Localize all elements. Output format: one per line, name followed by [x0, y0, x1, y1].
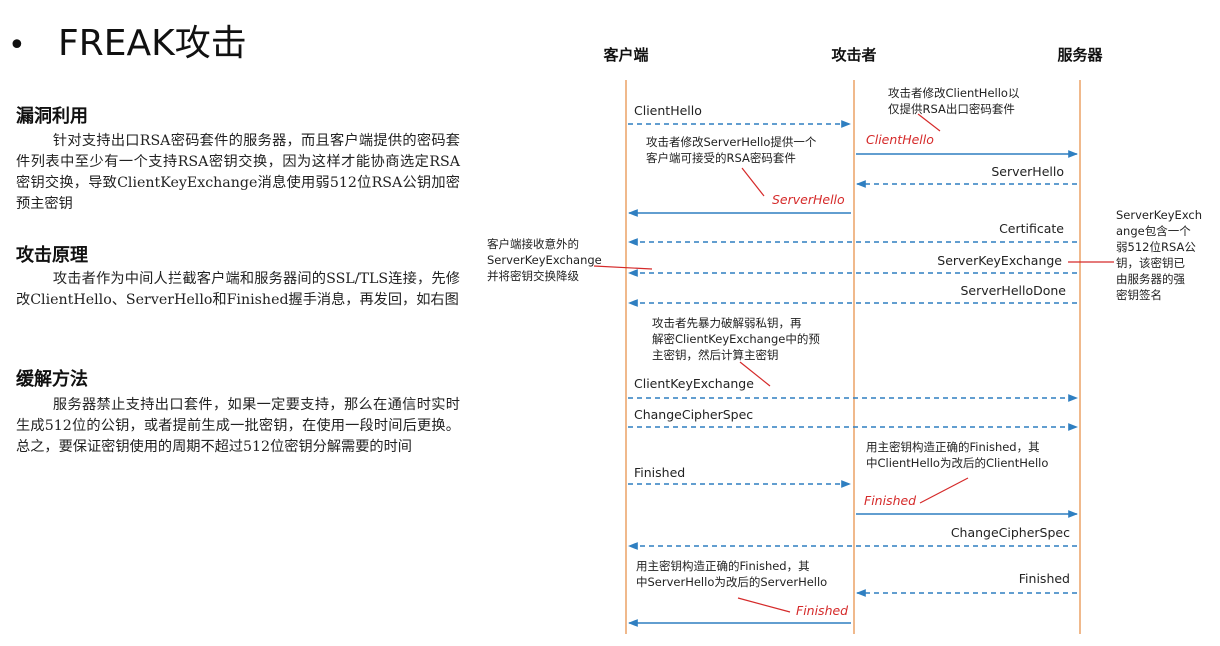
section-heading-principle: 攻击原理	[16, 245, 88, 266]
pointer-n6	[919, 477, 969, 504]
msg-server-hello-modified: ServerHello	[772, 192, 845, 207]
msg-client-key-exchange: ClientKeyExchange	[634, 376, 754, 391]
pointer-n7	[737, 597, 791, 613]
slide-title: • FREAK攻击	[8, 14, 247, 66]
title-text: FREAK攻击	[58, 23, 247, 64]
actor-client: 客户端	[602, 46, 648, 64]
title-bullet: •	[8, 28, 26, 63]
section-heading-exploit: 漏洞利用	[16, 106, 88, 127]
pointer-n2	[741, 167, 765, 197]
pointer-n1	[917, 113, 941, 132]
actor-attacker: 攻击者	[831, 46, 876, 64]
pointer-n5	[739, 361, 771, 387]
note-finished-clienthello: 用主密钥构造正确的Finished，其 中ClientHello为改后的Clie…	[866, 440, 1048, 470]
msg-server-hello-done: ServerHelloDone	[960, 283, 1066, 298]
msg-change-cipher-spec-client: ChangeCipherSpec	[634, 407, 753, 422]
msg-finished-server-modified: Finished	[796, 603, 848, 618]
section-body-mitigation: 服务器禁止支持出口套件，如果一定要支持，那么在通信时实时生成512位的公钥，或者…	[16, 397, 460, 455]
note-client-downgrade: 客户端接收意外的 ServerKeyExchange 并将密钥交换降级	[487, 237, 605, 283]
msg-client-hello: ClientHello	[634, 103, 702, 118]
section-heading-mitigation: 缓解方法	[16, 369, 88, 390]
pointer-n3	[593, 265, 653, 270]
note-modify-clienthello: 攻击者修改ClientHello以 仅提供RSA出口密码套件	[888, 86, 1023, 116]
note-bruteforce-key: 攻击者先暴力破解弱私钥，再 解密ClientKeyExchange中的预 主密钥…	[652, 316, 824, 362]
section-body-exploit: 针对支持出口RSA密码套件的服务器，而且客户端提供的密码套件列表中至少有一个支持…	[16, 133, 460, 212]
msg-server-hello: ServerHello	[991, 164, 1064, 179]
msg-finished-client-modified: Finished	[864, 493, 916, 508]
note-finished-serverhello: 用主密钥构造正确的Finished，其 中ServerHello为改后的Serv…	[636, 559, 827, 589]
actor-server: 服务器	[1057, 46, 1103, 64]
note-modify-serverhello: 攻击者修改ServerHello提供一个 客户端可接受的RSA密码套件	[646, 135, 820, 165]
msg-change-cipher-spec-server: ChangeCipherSpec	[951, 525, 1070, 540]
msg-client-hello-modified: ClientHello	[866, 132, 934, 147]
msg-finished-server: Finished	[1019, 571, 1070, 586]
section-body-principle: 攻击者作为中间人拦截客户端和服务器间的SSL/TLS连接，先修改ClientHe…	[16, 271, 460, 308]
msg-certificate: Certificate	[999, 221, 1064, 236]
note-weak-rsa-key: ServerKeyExch ange包含一个 弱512位RSA公 钥，该密钥已 …	[1116, 208, 1206, 302]
msg-server-key-exchange: ServerKeyExchange	[937, 253, 1062, 268]
msg-finished-client: Finished	[634, 465, 685, 480]
